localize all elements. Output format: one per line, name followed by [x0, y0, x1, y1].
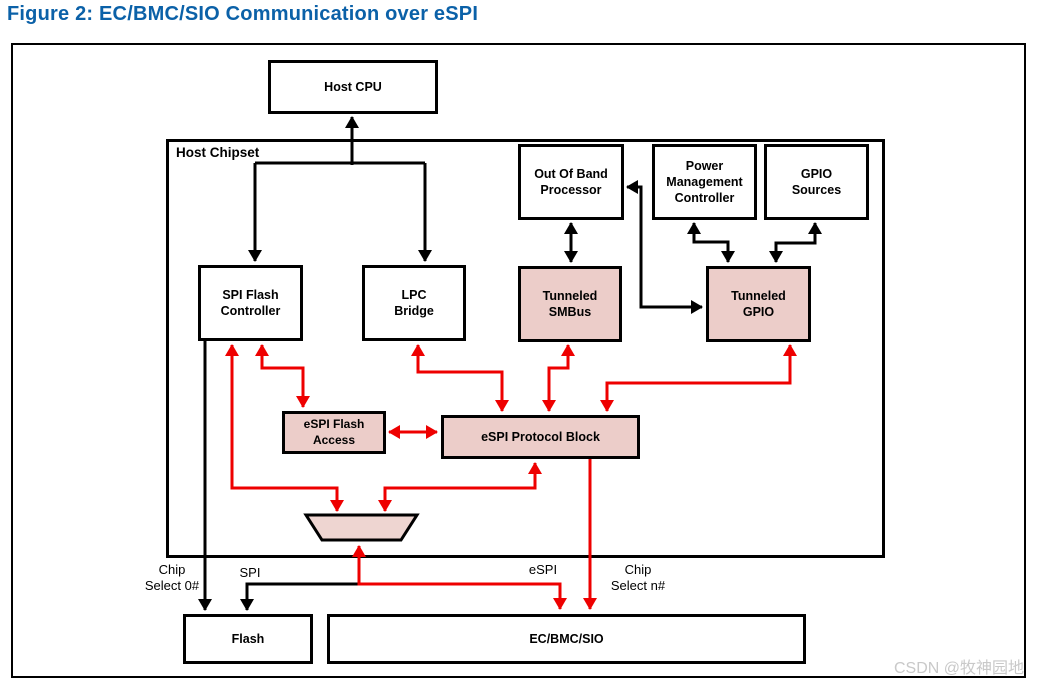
espi-protocol-block-box: eSPI Protocol Block — [441, 415, 640, 459]
host-chipset-label: Host Chipset — [176, 145, 260, 160]
chip-select-n-label: Chip Select n# — [610, 562, 666, 593]
out-of-band-processor-label: Out Of Band Processor — [534, 166, 608, 197]
chip-select-0-label: Chip Select 0# — [144, 562, 200, 593]
gpio-sources-label: GPIO Sources — [791, 166, 842, 197]
spi-flash-controller-label: SPI Flash Controller — [220, 287, 281, 318]
power-management-controller-box: Power Management Controller — [652, 144, 757, 220]
espi-flash-access-label: eSPI Flash Access — [303, 416, 365, 447]
watermark: CSDN @牧神园地 — [893, 660, 1024, 677]
espi-protocol-block-label: eSPI Protocol Block — [481, 429, 600, 444]
spi-flash-controller-box: SPI Flash Controller — [198, 265, 303, 341]
host-cpu-box: Host CPU — [268, 60, 438, 114]
gpio-sources-box: GPIO Sources — [764, 144, 869, 220]
ec-bmc-sio-box: EC/BMC/SIO — [327, 614, 806, 664]
figure-title: Figure 2: EC/BMC/SIO Communication over … — [7, 3, 479, 25]
spi-label: SPI — [239, 565, 261, 580]
tunneled-smbus-box: Tunneled SMBus — [518, 266, 622, 342]
lpc-bridge-box: LPC Bridge — [362, 265, 466, 341]
tunneled-smbus-label: Tunneled SMBus — [542, 288, 598, 319]
lpc-bridge-label: LPC Bridge — [394, 287, 434, 318]
out-of-band-processor-box: Out Of Band Processor — [518, 144, 624, 220]
flash-box: Flash — [183, 614, 313, 664]
espi-label: eSPI — [528, 562, 558, 577]
tunneled-gpio-box: Tunneled GPIO — [706, 266, 811, 342]
tunneled-gpio-label: Tunneled GPIO — [731, 288, 786, 319]
power-management-controller-label: Power Management Controller — [666, 158, 743, 206]
host-cpu-label: Host CPU — [324, 79, 382, 94]
ec-bmc-sio-label: EC/BMC/SIO — [529, 631, 604, 646]
flash-label: Flash — [231, 631, 265, 646]
espi-flash-access-box: eSPI Flash Access — [282, 411, 386, 454]
